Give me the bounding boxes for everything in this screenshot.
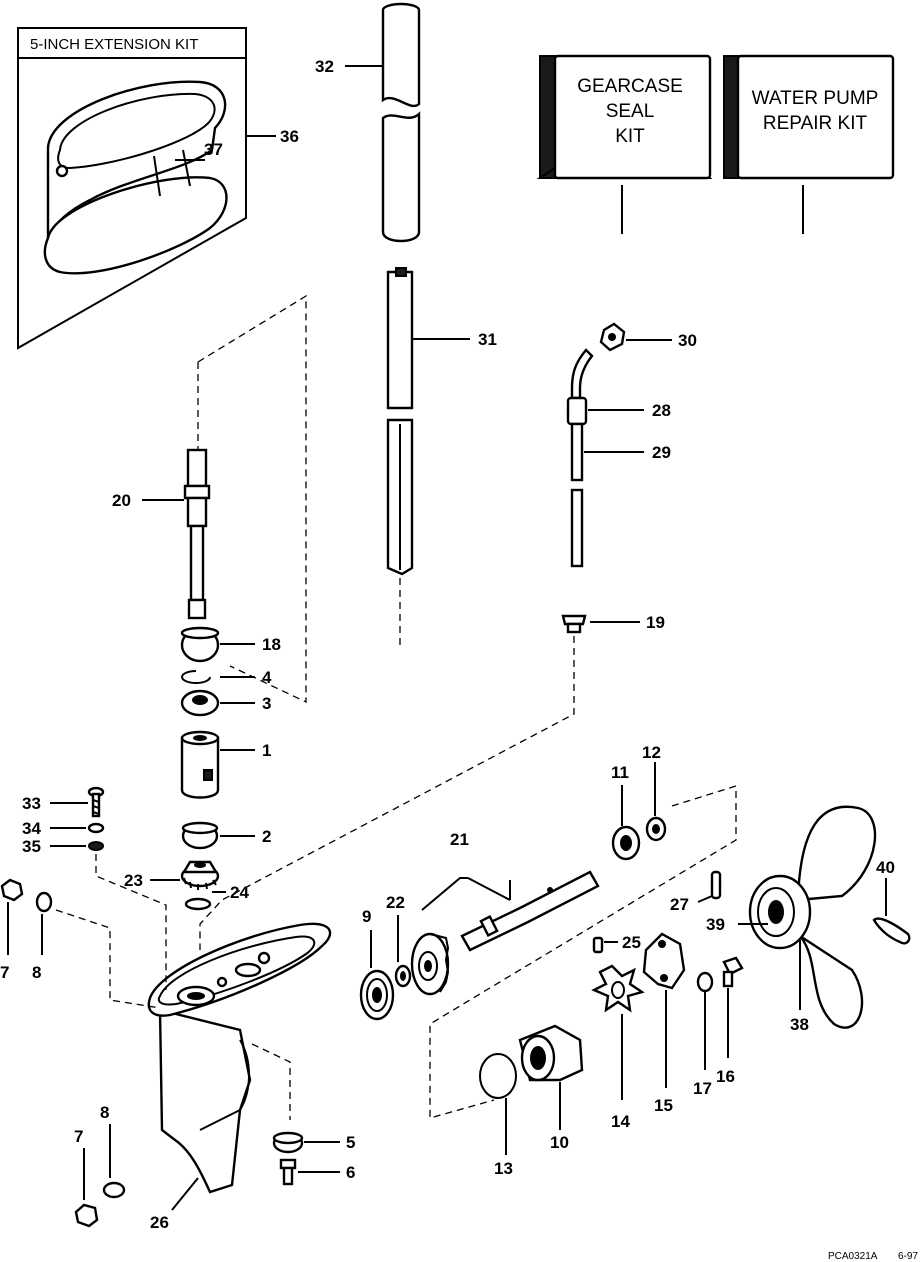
- pump-housing-part: [518, 1024, 584, 1082]
- drawing-code: PCA0321A: [828, 1251, 878, 1262]
- retaining-ring-small-part: [184, 897, 212, 911]
- cotter-pin-part: [872, 917, 911, 945]
- callout-13: 13: [494, 1159, 513, 1178]
- impeller-part: [591, 964, 645, 1013]
- pin-27-part: [710, 870, 722, 900]
- seal-12-part: [645, 816, 667, 842]
- bushing-part: [180, 626, 220, 663]
- extension-kit-title: 5-INCH EXTENSION KIT: [30, 36, 198, 53]
- washer-lower-part: [102, 1181, 126, 1199]
- callout-23: 23: [124, 871, 143, 890]
- gearcase-kit-line-3: KIT: [615, 126, 645, 147]
- screw-part: [87, 786, 105, 818]
- extension-housing-part: [43, 80, 228, 275]
- callout-6: 6: [346, 1163, 355, 1182]
- callout-24: 24: [230, 883, 249, 902]
- callout-5: 5: [346, 1133, 355, 1152]
- callout-25: 25: [622, 933, 641, 952]
- callout-40: 40: [876, 858, 895, 877]
- water-pump-kit-line-2: REPAIR KIT: [763, 113, 868, 134]
- callout-31: 31: [478, 330, 497, 349]
- driveshaft-lower-part: [386, 267, 414, 576]
- thrust-washer-part: [394, 964, 412, 988]
- callout-19: 19: [646, 613, 665, 632]
- callout-34: 34: [22, 819, 41, 838]
- callout-38: 38: [790, 1015, 809, 1034]
- callout-8-upper: 8: [32, 963, 41, 982]
- impeller-plate-part: [642, 932, 686, 990]
- callout-16: 16: [716, 1067, 735, 1086]
- water-pump-kit-line-1: WATER PUMP: [752, 88, 879, 109]
- callout-39: 39: [706, 915, 725, 934]
- callout-17: 17: [693, 1079, 712, 1098]
- grommet-part: [561, 614, 587, 634]
- callout-7-lower: 7: [74, 1127, 83, 1146]
- gearcase-kit-line-2: SEAL: [606, 101, 655, 122]
- callout-18: 18: [262, 635, 281, 654]
- driveshaft-upper-part: [381, 2, 421, 243]
- seal-part: [180, 689, 220, 717]
- pinion-gear-part: [180, 860, 220, 890]
- gearcase-seal-kit: GEARCASE SEAL KIT: [536, 54, 713, 180]
- callout-27: 27: [670, 895, 689, 914]
- plug-part: [272, 1131, 304, 1154]
- assembly-guide-lines: [55, 294, 737, 1120]
- callout-4: 4: [262, 668, 272, 687]
- washer-upper-part: [35, 891, 53, 913]
- forward-gear-part: [410, 932, 450, 996]
- propeller-shaft-part: [460, 870, 600, 952]
- pinion-shaft-part: [183, 448, 211, 620]
- callout-22: 22: [386, 893, 405, 912]
- bearing-11-part: [611, 825, 641, 861]
- bearing-9-part: [359, 969, 395, 1021]
- callout-3: 3: [262, 694, 271, 713]
- callout-12: 12: [642, 743, 661, 762]
- callout-21: 21: [450, 830, 469, 849]
- callout-35: 35: [22, 837, 41, 856]
- screw-16-part: [722, 956, 744, 988]
- callout-14: 14: [611, 1112, 630, 1131]
- callout-33: 33: [22, 794, 41, 813]
- water-pump-repair-kit: WATER PUMP REPAIR KIT: [723, 54, 895, 180]
- callout-11: 11: [611, 763, 629, 782]
- washer-part: [88, 841, 104, 851]
- sleeve-part: [180, 730, 220, 799]
- callout-7-upper: 7: [0, 963, 9, 982]
- bearing-part: [181, 821, 219, 850]
- callout-29: 29: [652, 443, 671, 462]
- callout-32: 32: [315, 57, 334, 76]
- callout-37: 37: [204, 140, 223, 159]
- callout-36: 36: [280, 127, 299, 146]
- lockwasher-part: [87, 822, 105, 834]
- callout-2: 2: [262, 827, 271, 846]
- callout-26: 26: [150, 1213, 169, 1232]
- callout-28: 28: [652, 401, 671, 420]
- nut-lower-part: [74, 1203, 99, 1228]
- callout-20: 20: [112, 491, 131, 510]
- water-tube-part: [566, 322, 626, 568]
- gearcase-housing-part: [147, 922, 332, 1194]
- nut-part: [0, 878, 24, 902]
- extension-kit-panel: 5-INCH EXTENSION KIT 37 36: [17, 27, 299, 350]
- drawing-date: 6-97: [898, 1251, 918, 1262]
- retaining-ring-part: [181, 670, 211, 684]
- o-ring-part: [479, 1053, 517, 1099]
- drain-screw-part: [279, 1158, 297, 1186]
- callout-9: 9: [362, 907, 371, 926]
- callout-8-lower: 8: [100, 1103, 109, 1122]
- callout-10: 10: [550, 1133, 569, 1152]
- gearcase-kit-line-1: GEARCASE: [577, 76, 683, 97]
- washer-17-part: [696, 971, 714, 993]
- callout-30: 30: [678, 331, 697, 350]
- pin-25-part: [592, 936, 604, 954]
- propeller-part: [748, 805, 877, 1029]
- callout-1: 1: [262, 741, 271, 760]
- callout-15: 15: [654, 1096, 673, 1115]
